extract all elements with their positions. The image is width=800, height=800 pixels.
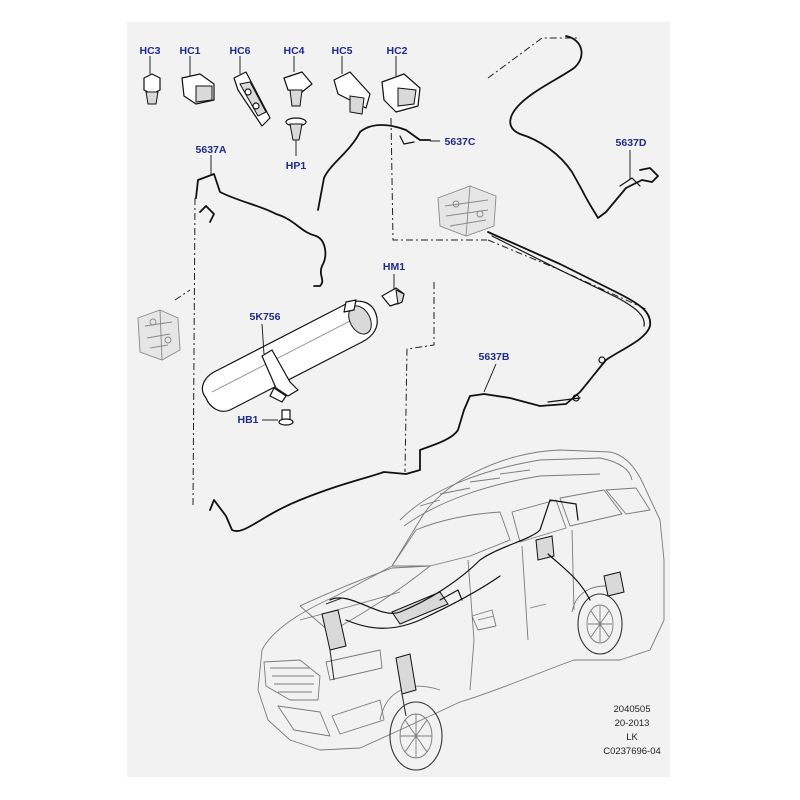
callout-hc2: HC2 xyxy=(386,45,407,57)
reference-line-2: 20-2013 xyxy=(615,718,650,729)
reference-line-4: C0237696-04 xyxy=(603,746,661,757)
pipe-5637d xyxy=(509,35,659,219)
clip-hc5-part xyxy=(333,56,371,115)
ghost-valve-block-right xyxy=(437,185,497,237)
front-left-air-spring xyxy=(321,609,347,651)
pipe-5637b xyxy=(209,231,651,532)
callout-hp1: HP1 xyxy=(286,160,307,172)
ghost-valve-block-left xyxy=(137,309,181,361)
clip-hc3-part xyxy=(143,56,161,105)
plug-hp1-part xyxy=(285,117,307,156)
bolt-hb1-part xyxy=(262,409,294,426)
callout-labels: HC3 HC1 HC6 HC4 HC5 HC2 HP1 5637A 5637C … xyxy=(139,45,646,426)
front-right-air-spring xyxy=(395,653,417,695)
sensor-hm1-part xyxy=(381,274,405,307)
callout-5637c: 5637C xyxy=(445,136,476,148)
clip-hc1-part xyxy=(181,56,215,105)
callout-hc6: HC6 xyxy=(229,45,250,57)
vehicle-illustration xyxy=(257,449,665,771)
reference-block: 2040505 20-2013 LK C0237696-04 xyxy=(603,704,661,757)
callout-hm1: HM1 xyxy=(383,261,405,273)
callout-5637b: 5637B xyxy=(479,351,510,363)
clip-hc2-part xyxy=(381,56,421,113)
reference-line-3: LK xyxy=(626,732,638,743)
callout-hc1: HC1 xyxy=(179,45,200,57)
air-reservoir-5k756-part xyxy=(201,299,378,412)
callout-hc3: HC3 xyxy=(139,45,160,57)
pipe-5637c xyxy=(317,124,431,211)
rear-air-spring xyxy=(535,535,555,561)
rear-wheel-icon xyxy=(577,593,623,655)
callout-5637a: 5637A xyxy=(196,144,227,156)
callout-5637d: 5637D xyxy=(616,137,647,149)
callout-hc5: HC5 xyxy=(331,45,352,57)
clip-hc4-part xyxy=(283,56,313,107)
clip-hc6-part xyxy=(233,56,271,127)
callout-hc4: HC4 xyxy=(283,45,304,57)
reference-line-1: 2040505 xyxy=(614,704,651,715)
callout-hb1: HB1 xyxy=(237,414,258,426)
callout-5k756: 5K756 xyxy=(250,311,281,323)
pipe-5637a xyxy=(195,155,327,287)
reservoir-in-vehicle xyxy=(391,591,449,625)
front-wheel-icon xyxy=(389,701,443,771)
